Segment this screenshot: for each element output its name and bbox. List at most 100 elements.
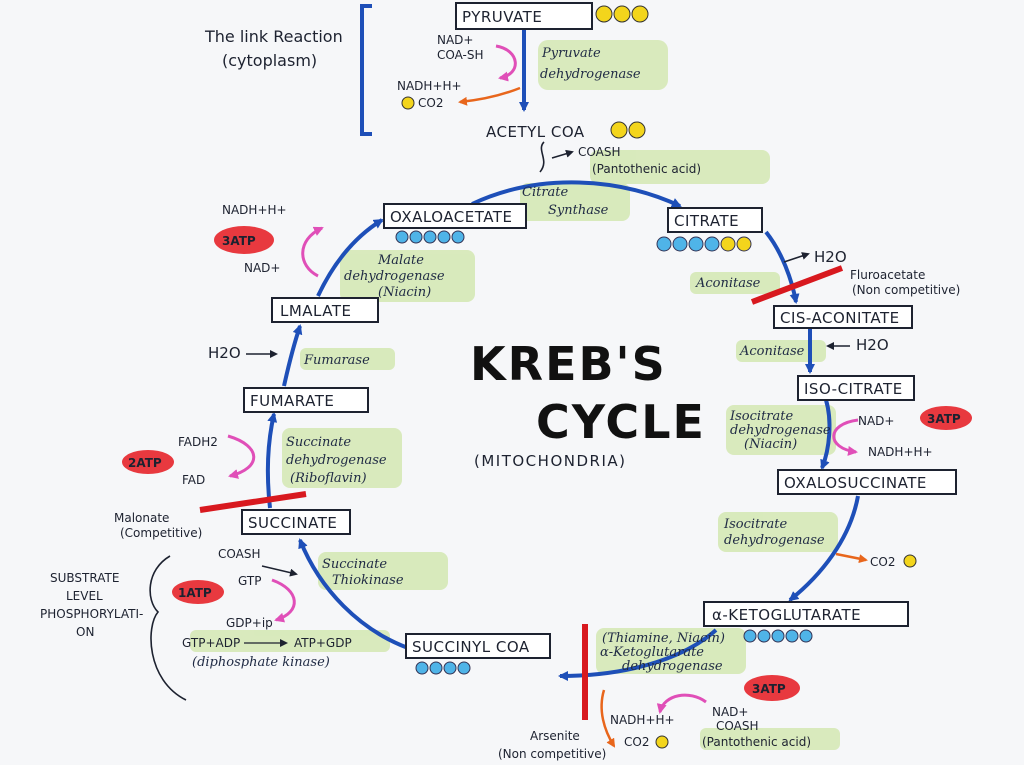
coash-link: COA-SH [437,48,484,62]
slp-3: PHOSPHORYLATI- [40,607,143,621]
oxaloacetate-carbons [395,230,465,244]
iso-citrate-box [797,375,915,401]
arrow-fumarate-to-malate [282,324,303,387]
nad-malate: NAD+ [244,261,280,275]
gtp-label: GTP [238,574,261,588]
co2-akg-carbon [655,735,669,749]
co2-akg: CO2 [624,735,649,749]
cis-aconitate-label: CIS-ACONITATE [780,309,900,327]
atp-badge-iso [920,406,972,430]
akg-label: α-KETOGLUTARATE [712,606,861,624]
arrow-succinylcoa-to-succinate [298,538,409,650]
acetyl-coa-label: ACETYL COA [486,123,585,141]
cycle-arrows [265,180,860,681]
pyruvate-label: PYRUVATE [462,8,542,26]
atp-badge-fum [122,450,174,474]
succ-dh-2: dehydrogenase [286,453,387,468]
cycle-title: KREB'S CYCLE (MITOCHONDRIA) [470,337,704,470]
pyruvate-box [455,2,593,30]
co2-oxalo: CO2 [870,555,895,569]
nadh-link: NADH+H+ [397,79,462,93]
isocitrate-dh1-2: dehydrogenase [730,423,831,438]
oxaloacetate-box [383,203,527,229]
atp-badge-akg [744,675,800,701]
pyruvate-carbons [595,5,649,23]
fluoroacetate-bar [750,265,844,305]
arrow-isocitrate-to-oxalosuccinate [820,399,832,470]
atp-badge-malate [214,226,274,254]
gdp-ip: GDP+ip [226,616,273,630]
gtp-adp: GTP+ADP [182,636,240,650]
iso-citrate-label: ISO-CITRATE [804,380,903,398]
malate-dh-3: (Niacin) [378,285,431,300]
link-pink-arrow [495,44,517,82]
succ-thiokinase-1: Succinate [322,557,387,572]
title-subtitle: (MITOCHONDRIA) [474,452,626,470]
akg-dh-3: dehydrogenase [622,659,723,674]
intermediates: OXALOACETATE CITRATE CIS-ACONITATE ISO-C… [241,203,957,675]
arsenite-1: Arsenite [530,729,580,743]
succinyl-coa-carbons [415,661,471,675]
ndk-label: (diphosphate kinase) [192,655,330,670]
citrate-synthase-1: Citrate [522,185,569,200]
isocitrate-dh2-1: Isocitrate [723,517,787,532]
nadh-malate: NADH+H+ [222,203,287,217]
fumarase: Fumarase [303,353,370,368]
slp-2: LEVEL [66,589,103,603]
citrate-label: CITRATE [674,212,739,230]
malonate-bar [199,491,307,513]
succinyl-coa-label: SUCCINYL COA [412,638,530,656]
succinate-label: SUCCINATE [248,514,337,532]
arrow-malate-to-oaa [316,218,384,297]
substrate-level-group: SUBSTRATE LEVEL PHOSPHORYLATI- ON [40,555,187,701]
malonate-2: (Competitive) [120,526,202,540]
akg-dh-1: (Thiamine, Niacin) [602,631,725,646]
arrow-succinate-to-fumarate [265,412,278,509]
atp-badge-akg-label: 3ATP [752,682,786,696]
citrate-synthase-2: Synthase [548,203,609,218]
arrow-oaa-to-citrate [471,180,682,208]
l-malate-label: LMALATE [280,302,352,320]
oxalosuccinate-label: OXALOSUCCINATE [784,474,927,492]
fad-arrow [227,434,256,479]
succ-thiokinase-2: Thiokinase [332,573,404,588]
pyruvate-dh-enzyme-2: dehydrogenase [540,67,641,82]
link-orange-arrow [458,86,521,106]
succinate-box [241,509,351,535]
fadh2: FADH2 [178,435,218,449]
succ-dh-3: (Riboflavin) [290,471,367,486]
fluoroacetate-2: (Non competitive) [852,283,960,297]
enzymes: Citrate Synthase Aconitase Aconitase Iso… [286,185,831,674]
arrow-citrate-to-cisaconitate [764,230,800,304]
citrate-box [667,207,763,233]
slp-1: SUBSTRATE [50,571,119,585]
slp-brace [149,555,187,701]
isocitrate-dh1-3: (Niacin) [744,437,797,452]
nadh-akg: NADH+H+ [610,713,675,727]
title-line1: KREB'S [470,337,667,391]
atp-badge-succ [172,580,224,604]
pyruvate-dh-enzyme: Pyruvate [541,46,601,61]
pantothenic-label: (Pantothenic acid) [592,162,701,176]
fluoroacetate-1: Fluroacetate [850,268,925,282]
malonate-1: Malonate [114,511,169,525]
inhibitors: Fluroacetate (Non competitive) Arsenite … [114,265,960,761]
co2-link: CO2 [418,96,443,110]
aconitase-2: Aconitase [739,344,805,359]
nad-akg: NAD+ [712,705,748,719]
nad-iso: NAD+ [858,414,894,428]
oxalosuccinate-box [777,469,957,495]
akg-box [703,601,909,627]
link-reaction-group: The link Reaction (cytoplasm) PYRUVATE N… [204,2,701,176]
arrow-akg-to-succinylcoa [558,628,718,681]
coash-succ: COASH [218,547,260,561]
atp-gdp: ATP+GDP [294,636,352,650]
arsenite-2: (Non competitive) [498,747,606,761]
malate-dh-2: dehydrogenase [344,269,445,284]
aconitase-1: Aconitase [695,276,761,291]
coash-label: COASH [578,145,620,159]
fumarate-label: FUMARATE [250,392,334,410]
co2-link-carbon [401,96,415,110]
